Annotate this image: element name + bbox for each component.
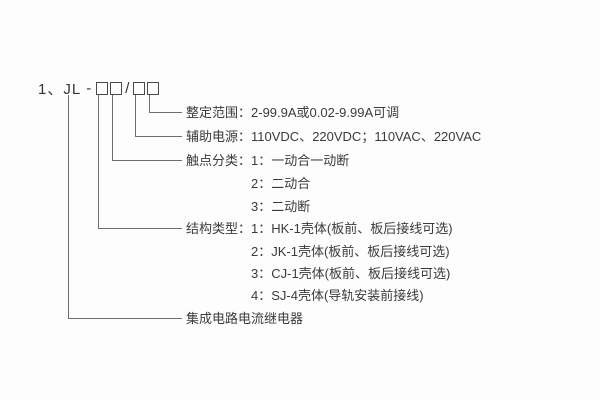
code-box-aux-power xyxy=(133,81,146,95)
structure-type-option-1: 1：HK-1壳体(板前、板后接线可选) xyxy=(251,221,453,236)
model-code-dash: - xyxy=(86,79,93,97)
contact-type-row: 触点分类：1：一动合一动断 xyxy=(186,153,349,168)
structure-type-label: 结构类型： xyxy=(186,221,252,236)
aux-power-row: 辅助电源：110VDC、220VDC；110VAC、220VAC xyxy=(186,129,481,144)
connector-structure-type xyxy=(98,95,182,229)
aux-power-label: 辅助电源： xyxy=(186,129,252,144)
setting-range-row: 整定范围：2-99.9A或0.02-9.99A可调 xyxy=(186,105,399,120)
code-box-structure-type xyxy=(96,81,109,95)
model-code-prefix: 1、JL xyxy=(38,80,82,98)
connector-aux-power xyxy=(135,95,182,137)
code-box-setting-range xyxy=(147,81,160,95)
connector-product-name xyxy=(68,95,182,319)
setting-range-value: 2-99.9A或0.02-9.99A可调 xyxy=(251,105,400,120)
structure-type-option-2: 2：JK-1壳体(板前、板后接线可选) xyxy=(251,244,450,259)
aux-power-value: 110VDC、220VDC；110VAC、220VAC xyxy=(251,129,482,144)
model-code-slash: / xyxy=(125,79,131,97)
product-name: 集成电路电流继电器 xyxy=(186,311,304,326)
setting-range-label: 整定范围： xyxy=(186,105,252,120)
contact-type-label: 触点分类： xyxy=(186,153,252,168)
connector-contact-type xyxy=(112,95,182,161)
structure-type-option-4: 4：SJ-4壳体(导轨安装前接线) xyxy=(251,288,424,303)
model-code: 1、JL - / xyxy=(38,79,160,98)
contact-type-option-3: 3：二动断 xyxy=(251,199,311,214)
code-box-contact-type xyxy=(110,81,123,95)
structure-type-row: 结构类型：1：HK-1壳体(板前、板后接线可选) xyxy=(186,221,453,236)
connector-setting-range xyxy=(149,95,182,113)
contact-type-option-1: 1：一动合一动断 xyxy=(251,153,350,168)
structure-type-option-3: 3：CJ-1壳体(板前、板后接线可选) xyxy=(251,266,451,281)
contact-type-option-2: 2：二动合 xyxy=(251,176,311,191)
